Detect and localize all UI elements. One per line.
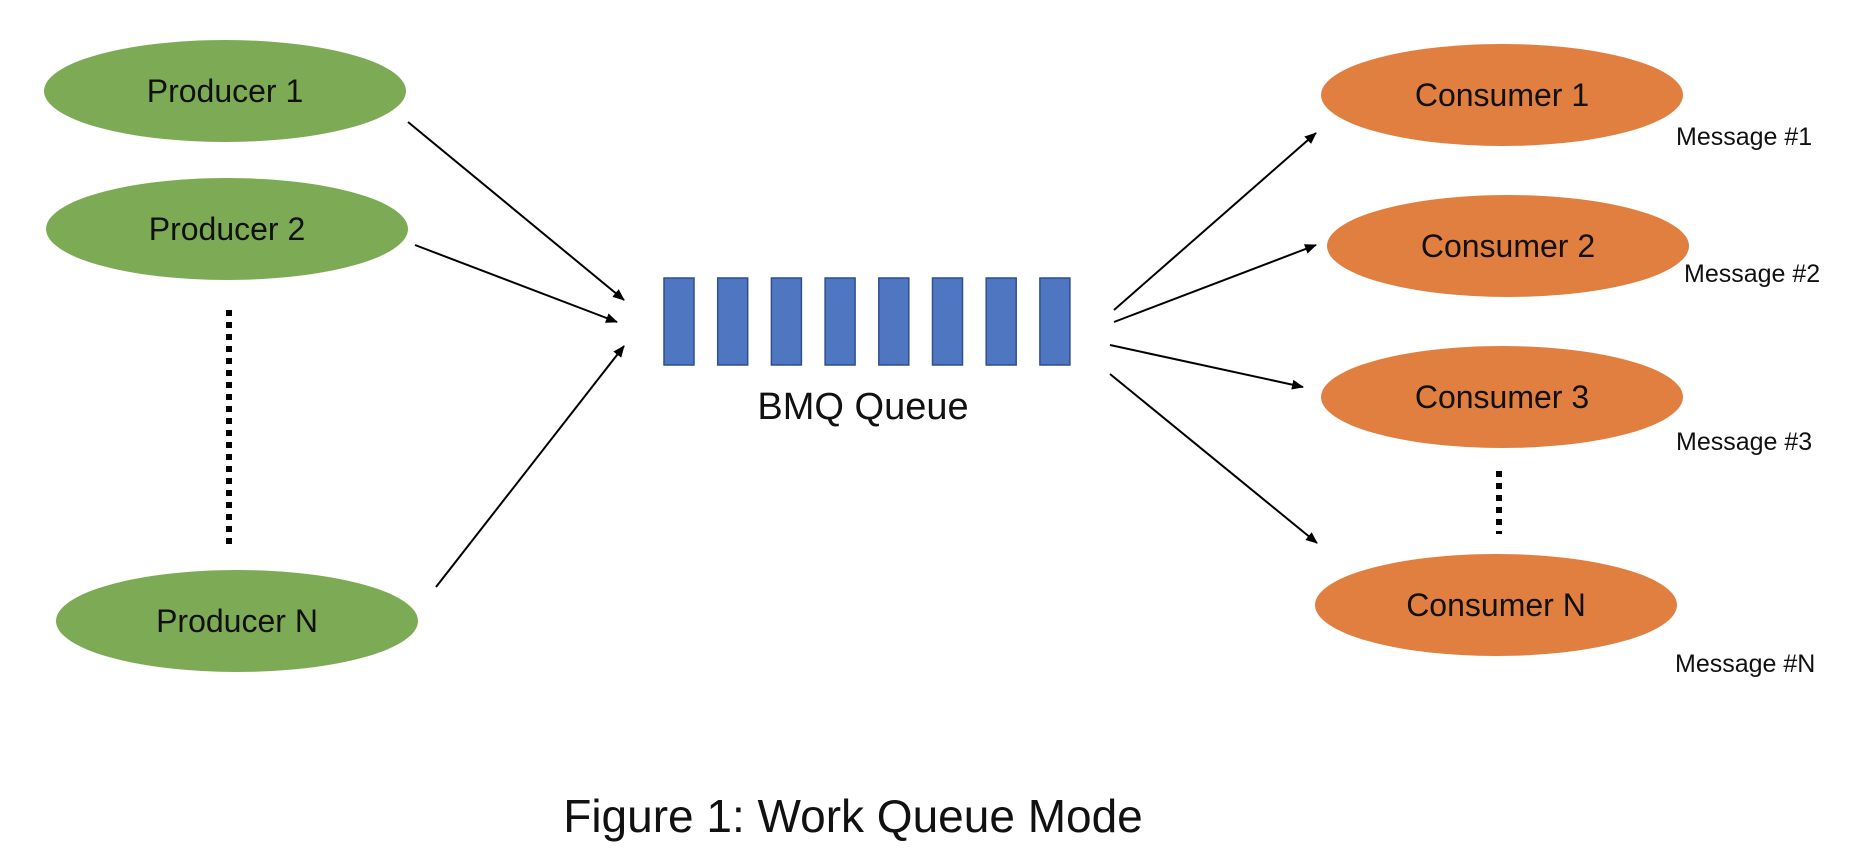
queue-slots: [663, 277, 1071, 366]
consumer-2-label: Consumer 2: [1421, 228, 1595, 264]
arrow-queue-to-consumer-2: [1113, 244, 1317, 323]
arrow-producer-n-to-queue: [435, 345, 625, 588]
arrow-queue-to-consumer-1: [1113, 132, 1317, 311]
queue-slot: [878, 277, 910, 366]
arrow-producer-1-to-queue: [407, 121, 625, 301]
queue-slot: [985, 277, 1017, 366]
producer-1: Producer 1: [44, 40, 406, 142]
consumer-1-label: Consumer 1: [1415, 77, 1589, 113]
queue-slot: [824, 277, 856, 366]
producer-1-label: Producer 1: [147, 73, 304, 109]
consumer-n-message: Message #N: [1675, 650, 1815, 678]
queue-slot: [931, 277, 964, 366]
consumer-3: Consumer 3 Message #3: [1321, 346, 1812, 456]
consumer-2-ellipse: [1327, 195, 1689, 297]
consumer-n-label: Consumer N: [1406, 587, 1586, 623]
producer-2-ellipse: [46, 178, 408, 280]
consumer-2-message: Message #2: [1684, 260, 1820, 288]
consumer-3-message: Message #3: [1676, 428, 1812, 456]
consumer-n-ellipse: [1315, 554, 1677, 656]
queue-slot: [716, 277, 749, 366]
producer-1-ellipse: [44, 40, 406, 142]
queue-slot: [770, 277, 803, 366]
arrow-producer-2-to-queue: [414, 244, 618, 323]
queue-label: BMQ Queue: [757, 386, 968, 428]
queue-slot: [1039, 277, 1071, 366]
producer-n-label: Producer N: [156, 603, 318, 639]
consumer-1: Consumer 1 Message #1: [1321, 44, 1812, 151]
arrow-queue-to-consumer-n: [1109, 373, 1318, 544]
consumer-2: Consumer 2 Message #2: [1327, 195, 1820, 297]
arrow-queue-to-consumer-3: [1109, 344, 1304, 390]
producer-2: Producer 2: [46, 178, 408, 280]
figure-caption: Figure 1: Work Queue Mode: [563, 790, 1143, 842]
consumer-3-ellipse: [1321, 346, 1683, 448]
consumer-1-ellipse: [1321, 44, 1683, 146]
producer-n-ellipse: [56, 570, 418, 672]
producer-2-label: Producer 2: [149, 211, 306, 247]
producer-n: Producer N: [56, 570, 418, 672]
consumer-1-message: Message #1: [1676, 123, 1812, 151]
queue-slot: [663, 277, 695, 366]
consumer-n: Consumer N Message #N: [1315, 554, 1815, 678]
consumer-3-label: Consumer 3: [1415, 379, 1589, 415]
